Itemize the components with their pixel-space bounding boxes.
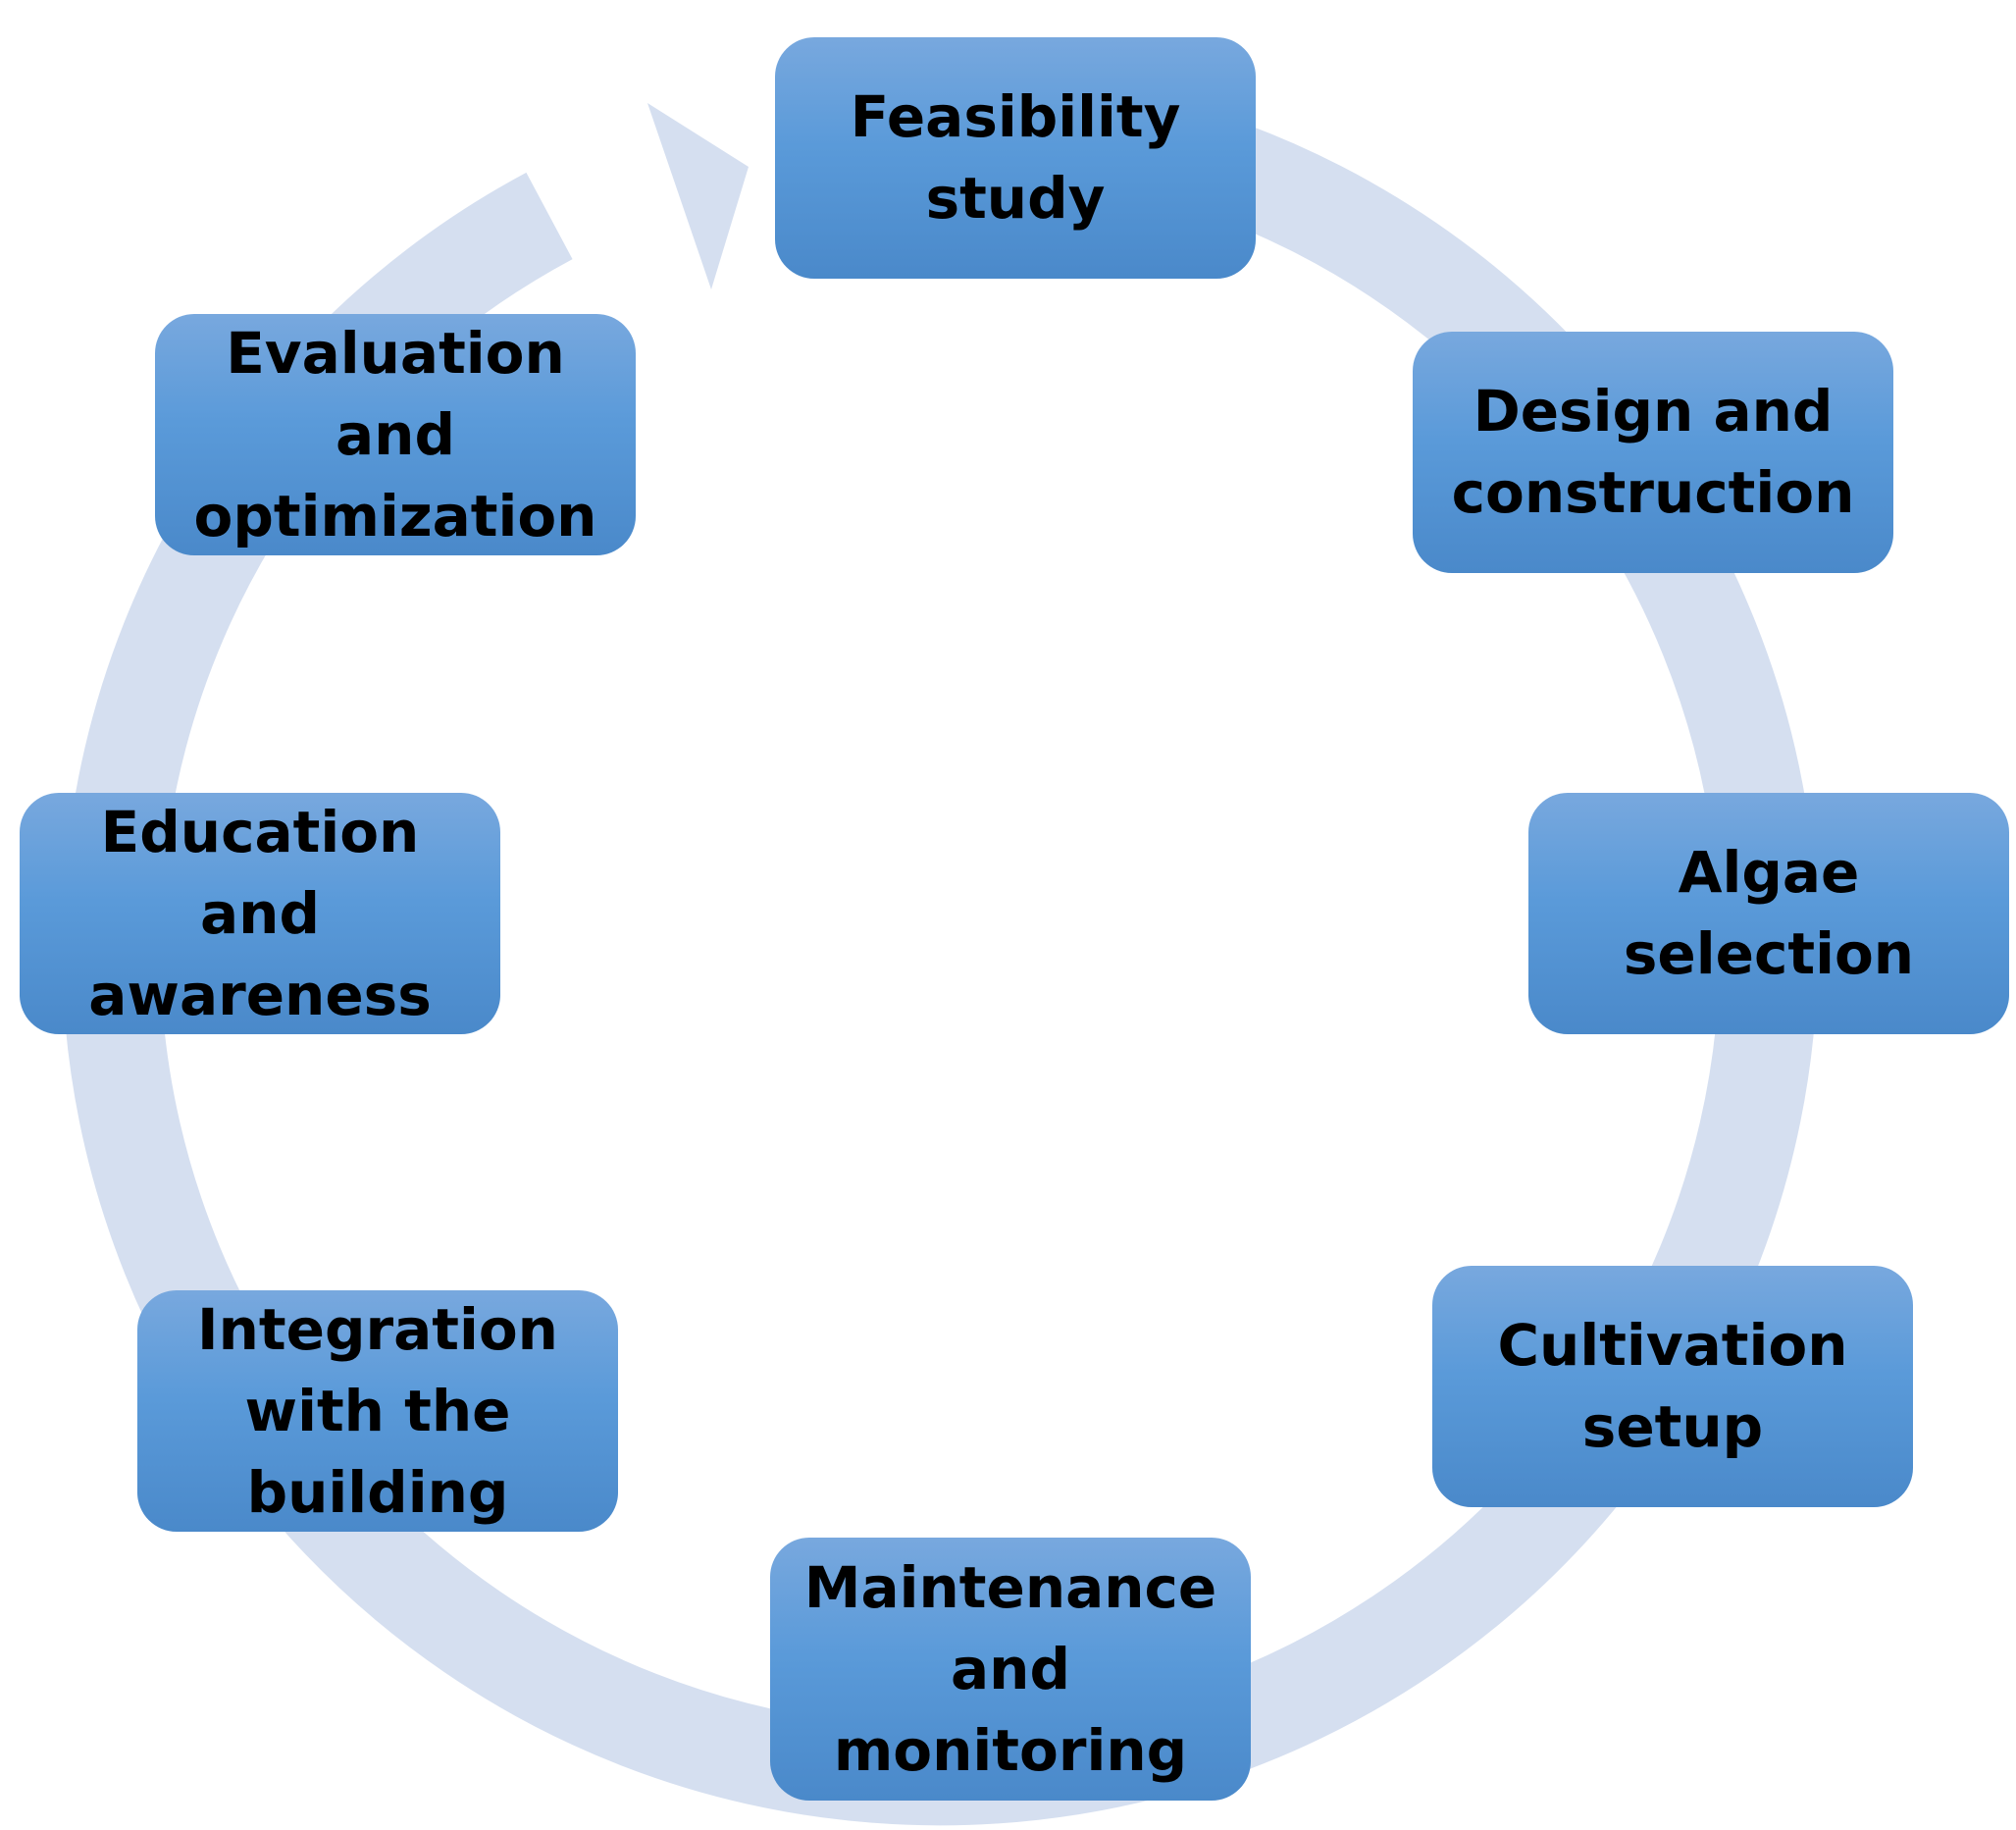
step-feasibility-study-line-2: study (925, 165, 1106, 232)
step-maintenance-and-monitoring-line-2: and (951, 1635, 1070, 1702)
step-integration-with-the-building-line-1: Integration (197, 1295, 558, 1363)
step-feasibility-study: Feasibility study (775, 37, 1256, 279)
step-education-and-awareness-line-1: Education (100, 798, 420, 865)
step-integration-with-the-building: Integration with the building (137, 1290, 618, 1532)
step-cultivation-setup-line-2: setup (1581, 1393, 1764, 1460)
step-integration-with-the-building-line-2: with the (244, 1377, 511, 1444)
step-design-and-construction: Design and construction (1413, 332, 1893, 573)
step-cultivation-setup: Cultivation setup (1432, 1266, 1913, 1507)
step-feasibility-study-line-1: Feasibility (850, 83, 1181, 150)
step-algae-selection-line-1: Algae (1678, 839, 1860, 906)
cycle-arrowhead-icon (647, 103, 749, 289)
step-maintenance-and-monitoring-line-3: monitoring (833, 1716, 1188, 1784)
step-integration-with-the-building-line-3: building (246, 1458, 509, 1526)
step-evaluation-and-optimization-line-2: and (336, 400, 455, 468)
step-design-and-construction-line-2: construction (1451, 459, 1855, 526)
step-cultivation-setup-line-1: Cultivation (1497, 1312, 1848, 1379)
step-maintenance-and-monitoring: Maintenance and monitoring (770, 1538, 1251, 1801)
step-evaluation-and-optimization: Evaluation and optimization (155, 314, 636, 555)
step-education-and-awareness-line-2: and (200, 879, 320, 947)
step-maintenance-and-monitoring-line-1: Maintenance (803, 1553, 1217, 1621)
step-education-and-awareness: Education and awareness (20, 793, 500, 1034)
step-algae-selection: Algae selection (1528, 793, 2009, 1034)
step-design-and-construction-line-1: Design and (1473, 378, 1834, 444)
step-evaluation-and-optimization-line-3: optimization (193, 482, 597, 549)
step-education-and-awareness-line-3: awareness (88, 961, 432, 1028)
step-evaluation-and-optimization-line-1: Evaluation (226, 319, 565, 387)
step-algae-selection-line-2: selection (1623, 920, 1915, 987)
